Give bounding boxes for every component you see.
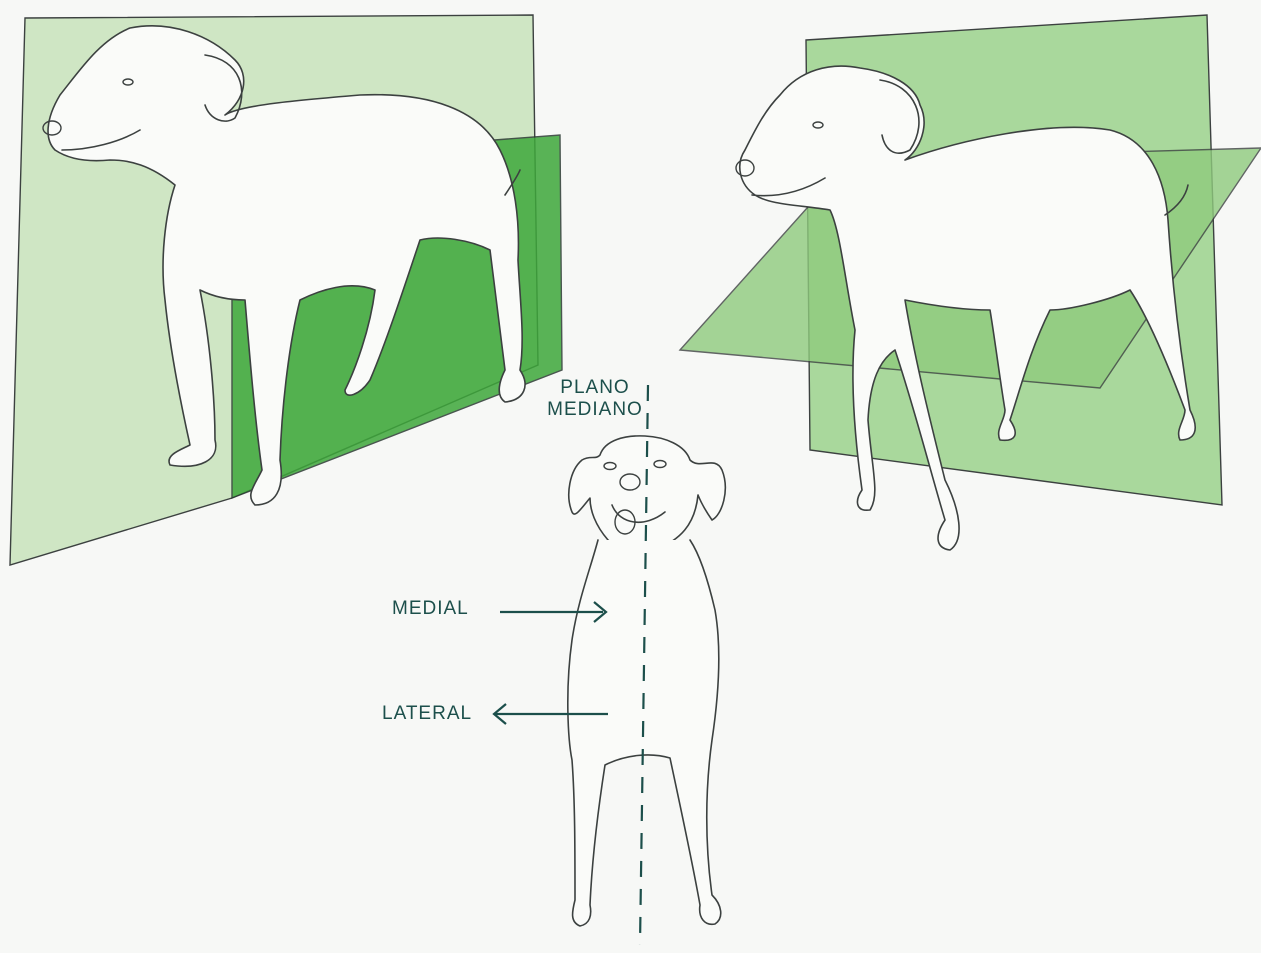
median-plane-line: [638, 384, 650, 946]
median-plane-label-line1: PLANO: [560, 377, 630, 398]
front-dog-head: [568, 435, 727, 554]
front-dog-figure: [492, 384, 727, 946]
median-plane-label: PLANO MEDIANO: [540, 377, 650, 421]
front-dog-left-eye: [603, 461, 617, 471]
left-dog-body: [47, 25, 526, 506]
left-dog-eye: [122, 78, 134, 86]
right-dog-mouth: [751, 177, 826, 197]
medial-label: MEDIAL: [392, 598, 469, 619]
median-plane-label-line2: MEDIANO: [547, 399, 643, 420]
left-dog-mouth: [61, 129, 141, 151]
front-dog-tongue: [614, 509, 636, 535]
right-dog-eye: [812, 121, 824, 129]
front-dog-mouth: [611, 504, 666, 524]
right-dog-ear: [879, 79, 920, 154]
lateral-arrow: [492, 703, 608, 725]
right-dog-body: [739, 65, 1196, 551]
left-dog-nose: [42, 120, 62, 136]
front-dog-right-eye: [653, 459, 667, 469]
left-dog-tail: [504, 169, 521, 196]
front-dog-nose: [619, 473, 641, 491]
left-dog-figure: [9, 14, 563, 566]
right-dog-figure: [678, 14, 1261, 551]
front-dog-body: [567, 539, 722, 927]
right-dog-tail: [1164, 184, 1189, 216]
left-dog-ear: [204, 54, 243, 122]
lateral-label: LATERAL: [382, 703, 473, 724]
medial-arrow: [500, 601, 608, 623]
right-dog-nose: [735, 159, 755, 177]
